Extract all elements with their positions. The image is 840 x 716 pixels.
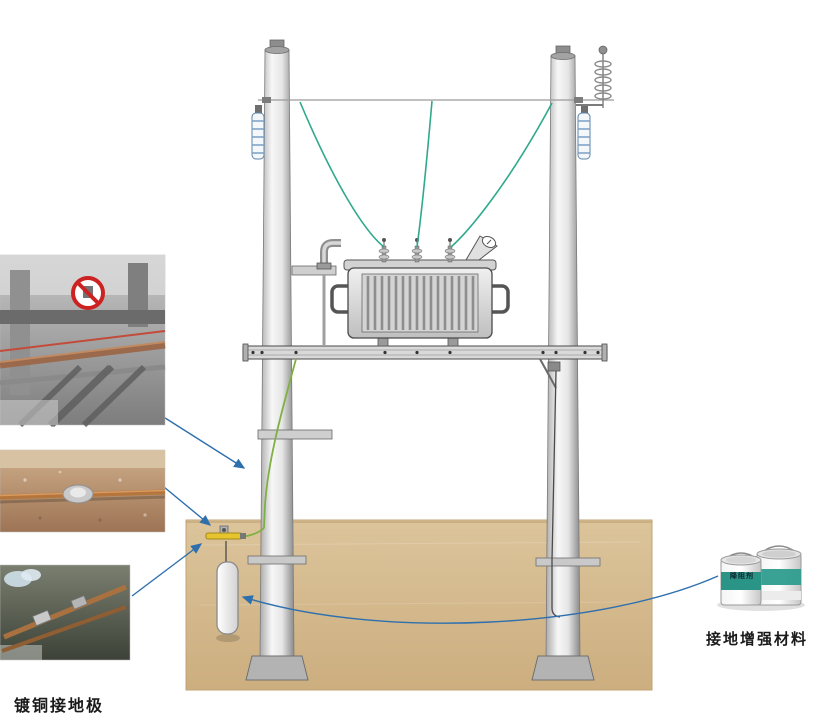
arrow-to-clamp (163, 486, 212, 526)
crossbeam-bolts (251, 350, 600, 355)
top-conductor (258, 97, 614, 103)
beam-knee-brace (539, 358, 557, 389)
copper-clad-rod-1 (3, 584, 127, 640)
left-insulator (251, 105, 265, 160)
photo-installation-site (0, 254, 166, 428)
left-pole-base (245, 655, 309, 681)
lightning-arrester (576, 45, 612, 108)
grounding-clamp (205, 525, 246, 562)
rod-clamp-1 (32, 609, 52, 627)
transformer-right-handle (490, 284, 510, 314)
can-right (756, 545, 802, 606)
cans-grounding-material (717, 545, 805, 611)
right-insulator (577, 105, 591, 160)
right-pole-base (531, 655, 595, 681)
crossbeam (242, 343, 608, 389)
can-left (720, 552, 762, 606)
ground-electrode-cylinder (216, 561, 240, 642)
photo-weld-joint (0, 449, 166, 533)
left-pole-upper-bracket (291, 265, 337, 276)
drop-wires (299, 100, 553, 248)
arrow-from-material (241, 575, 719, 624)
arrow-to-downlead (161, 415, 246, 469)
red-cable (0, 330, 166, 352)
oil-funnel-gauge (465, 235, 498, 261)
photo-electrode-rods (0, 564, 131, 661)
copper-clad-rod-2 (1, 605, 127, 653)
left-pole-lower-bracket (257, 429, 333, 440)
copper-busbar (0, 341, 166, 369)
annotation-arrows (131, 415, 719, 624)
label-enhancement-material: 接地增强材料 (706, 631, 809, 648)
label-ground-electrode: 镀铜接地极 (14, 698, 105, 715)
right-pole-ground-band (535, 557, 601, 567)
left-pole-ground-band (247, 555, 307, 565)
arrow-from-rods (131, 543, 203, 597)
rod-clamp-2 (70, 595, 88, 610)
prohibition-sign (71, 276, 105, 310)
cooling-fins (366, 276, 475, 330)
conduit-pipe (316, 239, 341, 346)
transformer (316, 235, 510, 347)
can-product-label: 降阻剂 (730, 573, 754, 580)
transformer-left-handle (330, 284, 350, 314)
beam-pole-clamp (547, 361, 561, 372)
